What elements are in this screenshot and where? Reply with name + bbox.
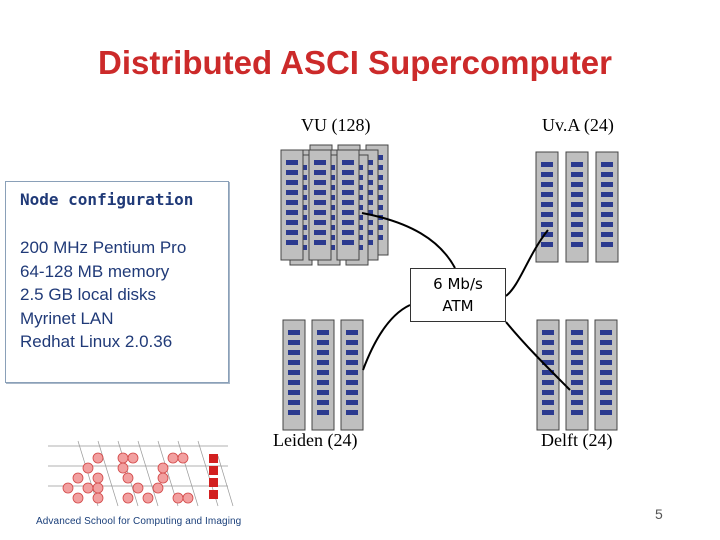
link-vu — [361, 212, 456, 269]
node-config-item: Redhat Linux 2.0.36 — [20, 332, 173, 351]
logo-caption: Advanced School for Computing and Imagin… — [36, 516, 242, 527]
site-label-vu: VU (128) — [301, 115, 371, 135]
node-config-heading: Node configuration — [20, 190, 194, 209]
atm-bandwidth: 6 Mb/s — [433, 275, 483, 293]
node-configuration-box: Node configuration 200 MHz Pentium Pro 6… — [5, 181, 229, 383]
site-label-delft: Delft (24) — [541, 430, 613, 450]
node-config-item: Myrinet LAN — [20, 308, 114, 328]
atm-network-box: 6 Mb/s ATM — [410, 268, 506, 322]
delft-cluster — [536, 319, 618, 431]
site-label-uva: Uv.A (24) — [542, 115, 614, 135]
link-delft — [505, 321, 571, 391]
page-number: 5 — [655, 506, 663, 522]
node-config-item: 64-128 MB memory — [20, 261, 170, 281]
asci-logo — [48, 440, 234, 507]
uva-cluster — [535, 151, 619, 263]
leiden-cluster — [282, 319, 364, 431]
node-config-list: 200 MHz Pentium Pro 64-128 MB memory 2.5… — [20, 236, 186, 354]
link-uva — [505, 229, 549, 297]
node-config-item: 2.5 GB local disks — [20, 285, 157, 304]
node-config-item: 200 MHz Pentium Pro — [20, 238, 187, 257]
vu-cluster — [280, 144, 389, 266]
link-leiden — [362, 304, 411, 371]
slide-title: Distributed ASCI Supercomputer — [98, 44, 612, 81]
atm-label: ATM — [442, 297, 474, 315]
site-label-leiden: Leiden (24) — [273, 430, 358, 450]
